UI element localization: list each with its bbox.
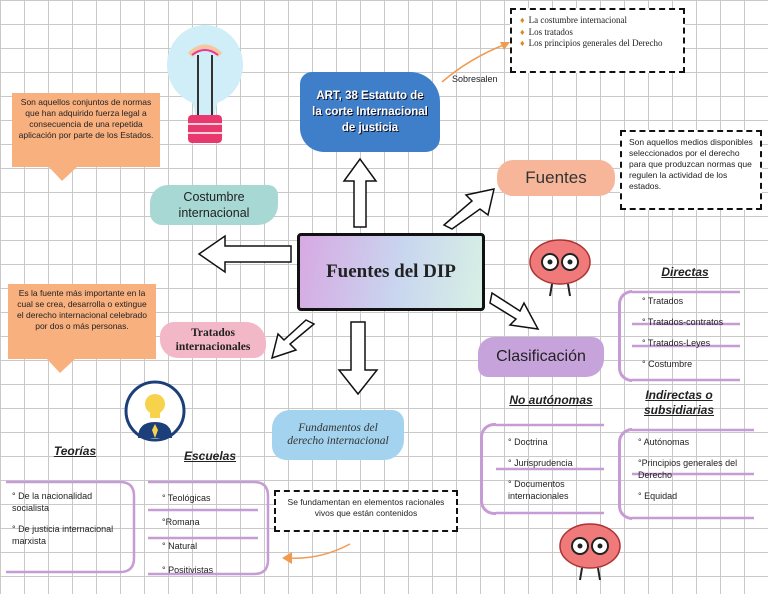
bullet-icon: ♦ <box>520 26 525 37</box>
arrow-up-icon <box>342 157 378 228</box>
list-item: ° Equidad <box>638 491 678 501</box>
arrow-down-icon <box>337 321 379 396</box>
top-list-item: La costumbre internacional <box>528 15 628 25</box>
light-bulb-icon <box>167 25 243 143</box>
list-item: ° Tratados-Leyes <box>642 338 711 348</box>
escuelas-list: ° Teológicas °Romana ° Natural ° Positiv… <box>162 492 213 585</box>
directas-branch-lines <box>632 290 740 382</box>
art38-text: ART, 38 Estatuto de la corte Internacion… <box>312 90 428 134</box>
list-item: ° Costumbre <box>642 359 693 369</box>
indirectas-bracket <box>618 428 632 520</box>
teorias-branch-lines <box>6 480 136 574</box>
no-autonomas-list: ° Doctrina ° Jurisprudencia ° Documentos… <box>508 436 608 511</box>
arrow-right-down-icon <box>489 291 540 330</box>
top-list-item: Los principios generales del Derecho <box>528 38 663 48</box>
orange-arrow-icon <box>282 543 351 564</box>
costumbre-label: Costumbre internacional <box>178 190 250 220</box>
bullet-icon: ♦ <box>520 15 525 25</box>
orange-arrow-icon <box>441 42 510 83</box>
fundamentos-label: Fundamentos del derecho internacional <box>287 422 389 447</box>
center-title: Fuentes del DIP <box>326 261 456 282</box>
tratados-definition-note: Es la fuente más importante en la cual s… <box>8 284 156 359</box>
fundamentos-node: Fundamentos del derecho internacional <box>272 410 404 460</box>
directas-list: ° Tratados ° Tratados-contratos ° Tratad… <box>642 295 723 379</box>
no-autonomas-bracket <box>480 423 496 515</box>
note-pointer-icon <box>46 358 76 373</box>
top-list-box: ♦La costumbre internacional ♦Los tratado… <box>510 8 685 73</box>
list-item: °Principios generales del Derecho <box>638 458 738 480</box>
art38-node: ART, 38 Estatuto de la corte Internacion… <box>300 72 440 152</box>
fuentes-definition-box: Son aquellos medios disponibles seleccio… <box>620 130 762 210</box>
bullet-icon: ♦ <box>520 38 525 48</box>
indirectas-branch-lines <box>632 428 754 520</box>
list-item: ° Tratados <box>642 296 684 306</box>
tratados-label: Tratados internacionales <box>175 327 251 353</box>
list-item: ° Natural <box>162 541 198 551</box>
arrow-right-up-icon <box>442 188 495 230</box>
directas-heading: Directas <box>661 265 709 279</box>
fundamentos-note-text: Se fundamentan en elementos racionales v… <box>287 497 445 518</box>
indirectas-heading: Indirectas o subsidiarias <box>643 388 715 417</box>
clasificacion-label: Clasificación <box>496 348 586 365</box>
no-autonomas-heading: No autónomas <box>509 393 593 407</box>
fuentes-definition-text: Son aquellos medios disponibles seleccio… <box>629 137 753 191</box>
sobresalen-label: Sobresalen <box>452 74 498 84</box>
fuentes-label: Fuentes <box>525 168 587 187</box>
teorias-list: ° De la nacionalidad socialista ° De jus… <box>12 490 124 556</box>
list-item: ° Autónomas <box>638 437 690 447</box>
note-pointer-icon <box>48 166 78 181</box>
top-list-item: Los tratados <box>528 26 573 37</box>
teorias-heading: Teorías <box>53 444 97 458</box>
list-item: ° Jurisprudencia <box>508 458 573 468</box>
costumbre-node: Costumbre internacional <box>150 185 278 225</box>
fuentes-node: Fuentes <box>497 160 615 196</box>
escuelas-branch-lines <box>148 480 270 576</box>
list-item: ° Tratados-contratos <box>642 317 724 327</box>
escuelas-heading: Escuelas <box>183 449 237 463</box>
list-item: ° Positivistas <box>162 565 214 575</box>
costumbre-definition-text: Son aquellos conjuntos de normas que han… <box>18 97 154 140</box>
brain-character-icon <box>559 523 621 581</box>
list-item: ° Teológicas <box>162 493 211 503</box>
no-autonomas-branch-lines <box>496 423 604 515</box>
arrow-left-down-icon <box>270 319 316 360</box>
list-item: ° De la nacionalidad socialista <box>12 491 93 513</box>
list-item: ° Doctrina <box>508 437 548 447</box>
arrow-left-icon <box>197 234 292 274</box>
brain-character-icon <box>529 239 591 297</box>
indirectas-list: ° Autónomas °Principios generales del De… <box>638 436 762 511</box>
clasificacion-node: Clasificación <box>478 337 604 377</box>
center-node: Fuentes del DIP <box>297 233 485 311</box>
tratados-node: Tratados internacionales <box>160 322 266 358</box>
list-item: °Romana <box>162 517 200 527</box>
costumbre-definition-note: Son aquellos conjuntos de normas que han… <box>12 93 160 167</box>
list-item: ° Documentos internacionales <box>508 479 569 501</box>
list-item: ° De justicia internacional marxista <box>12 524 114 546</box>
tratados-definition-text: Es la fuente más importante en la cual s… <box>17 288 147 331</box>
directas-bracket <box>618 290 632 382</box>
idea-person-icon <box>124 380 186 442</box>
fundamentos-note-box: Se fundamentan en elementos racionales v… <box>274 490 458 532</box>
